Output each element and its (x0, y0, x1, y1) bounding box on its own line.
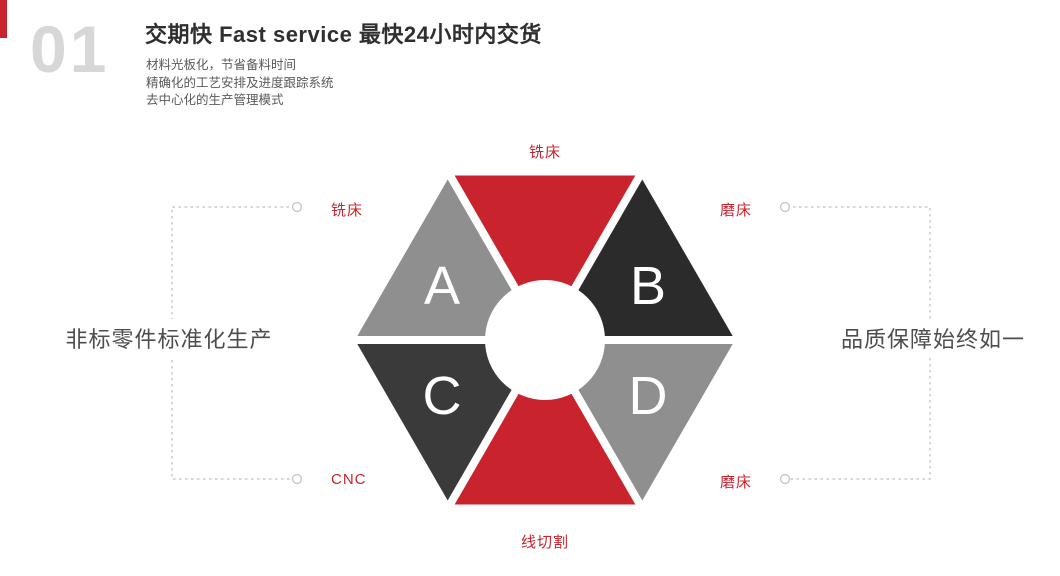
label-milling-top: 铣床 (528, 144, 561, 161)
label-grinding-bottom: 磨床 (720, 474, 753, 491)
segment-letter-d: D (629, 366, 668, 426)
segment-top (450, 175, 640, 340)
label-grinding-right: 磨床 (720, 202, 753, 219)
connector-dot (779, 473, 791, 485)
segment-bottom (450, 340, 640, 505)
connector-dot (291, 201, 303, 213)
connector-dot (779, 201, 791, 213)
label-milling-left: 铣床 (331, 202, 364, 219)
segment-letter-b: B (630, 256, 666, 316)
section-title: 交期快 Fast service 最快24小时内交货 (145, 22, 542, 47)
segment-letter-a: A (424, 256, 460, 316)
hexagon-diagram: A B C D (355, 175, 735, 505)
bullet-list: 材料光板化，节省备料时间 精确化的工艺安排及进度跟踪系统 去中心化的生产管理模式 (146, 57, 334, 110)
right-caption: 品质保障始终如一 (806, 319, 1060, 357)
segment-letter-c: C (423, 366, 462, 426)
segment-lower-left (355, 340, 545, 505)
accent-bar (0, 0, 7, 38)
segment-upper-right (545, 175, 735, 340)
right-bracket-line (787, 206, 931, 480)
bullet-item: 精确化的工艺安排及进度跟踪系统 (146, 75, 334, 90)
bullet-item: 材料光板化，节省备料时间 (146, 58, 297, 72)
segment-lower-right (545, 340, 735, 505)
connector-dot (291, 473, 303, 485)
section-number: 01 (30, 12, 110, 86)
left-caption: 非标零件标准化生产 (40, 319, 298, 357)
label-cnc: CNC (331, 471, 367, 488)
label-wirecut: 线切割 (520, 534, 569, 551)
segment-upper-left (355, 175, 545, 340)
bullet-item: 去中心化的生产管理模式 (146, 93, 284, 107)
center-circle (485, 280, 605, 400)
